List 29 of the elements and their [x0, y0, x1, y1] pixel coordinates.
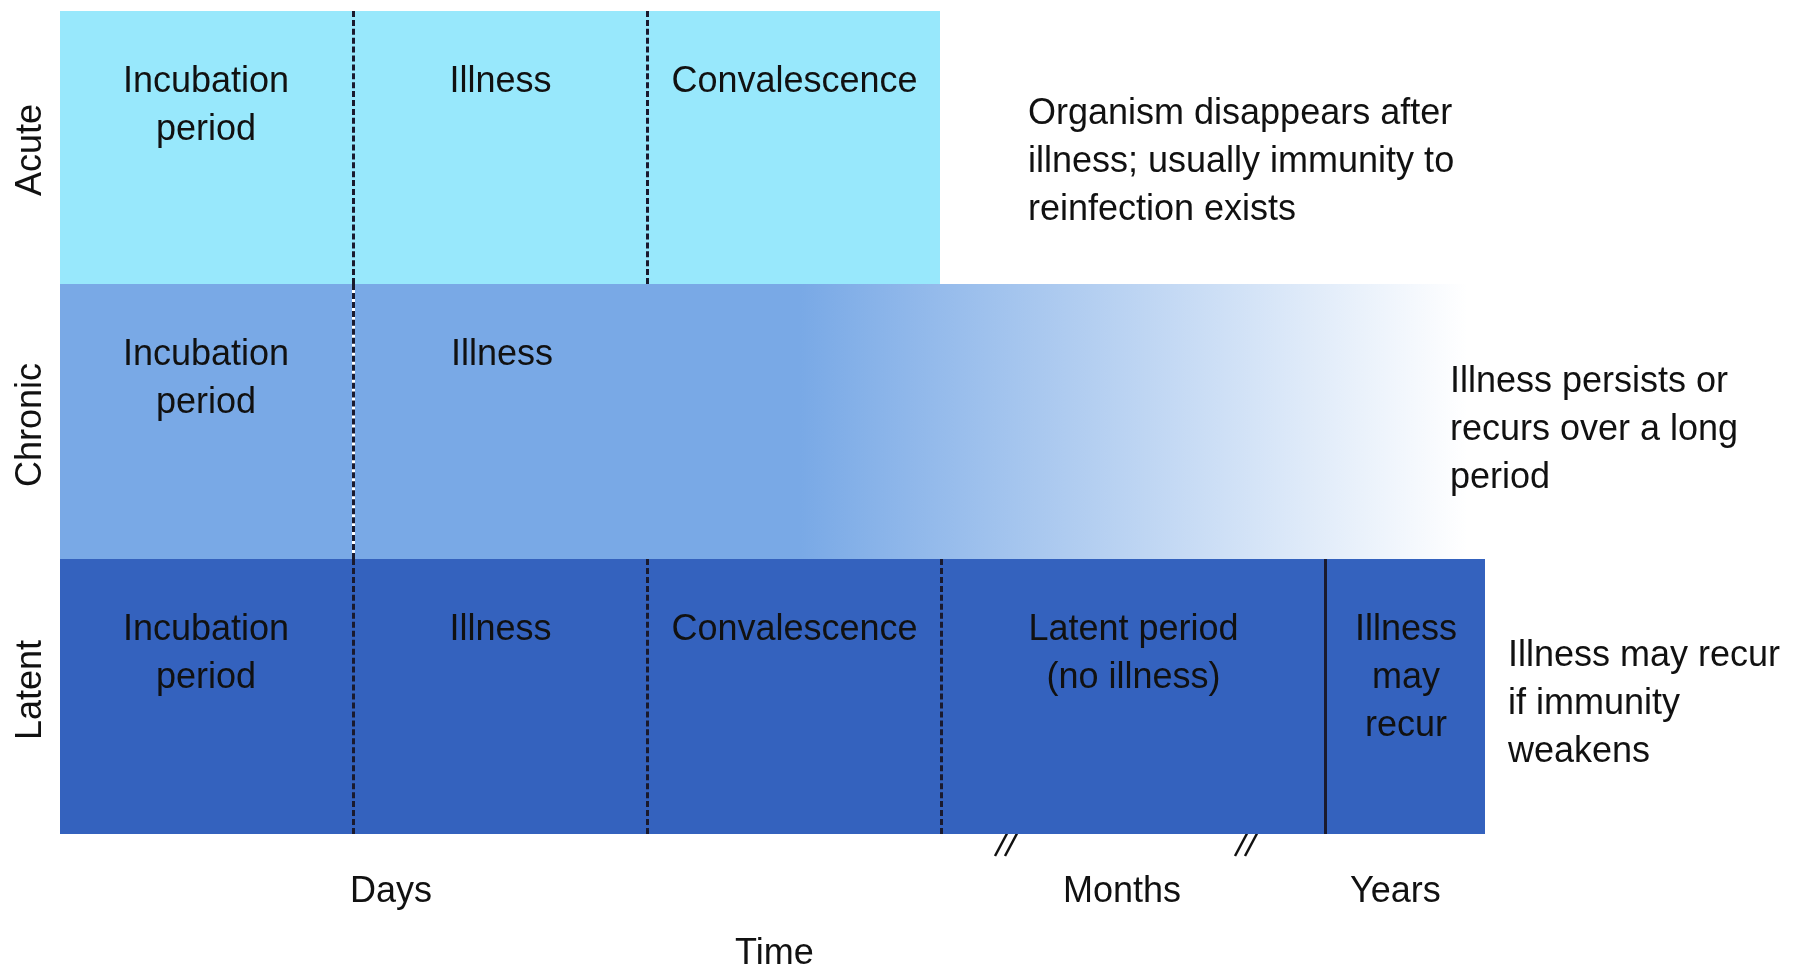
note-text: Illness persists or recurs over a long period	[1450, 358, 1740, 498]
phase-cell	[60, 559, 352, 834]
phase-cell	[940, 559, 1324, 834]
note-text: Illness may recur if immunity weakens	[1508, 632, 1782, 772]
row-label: Latent	[7, 638, 50, 743]
axis-title: Time	[735, 930, 815, 966]
row-label: Chronic	[7, 361, 50, 490]
phase-cell	[60, 11, 352, 284]
cell-text: Convalescence	[670, 58, 919, 102]
note-text: Organism disappears after illness; usually immunity to reinfection exists	[1028, 90, 1456, 230]
phase-cell	[60, 284, 352, 559]
cell-text: Illness	[448, 58, 553, 102]
phase-cell	[646, 11, 940, 284]
cell-text: Illness	[448, 606, 553, 650]
cell-text: Convalescence	[670, 606, 919, 650]
row-label: Acute	[7, 102, 50, 199]
cell-text: Latent period (no illness)	[1027, 606, 1240, 698]
phase-cell	[646, 559, 940, 834]
cell-text: Incubation period	[121, 331, 291, 423]
axis-label: Days	[350, 868, 434, 912]
cell-text: Illness	[449, 331, 554, 375]
cell-text: Illness may recur	[1353, 606, 1458, 746]
axis-label: Months	[1063, 868, 1183, 912]
phase-cell	[352, 11, 646, 284]
cell-text: Incubation period	[121, 58, 291, 150]
phase-cell	[1324, 559, 1485, 834]
cell-text: Incubation period	[121, 606, 291, 698]
phase-cell	[352, 559, 646, 834]
axis-label: Years	[1350, 868, 1442, 912]
